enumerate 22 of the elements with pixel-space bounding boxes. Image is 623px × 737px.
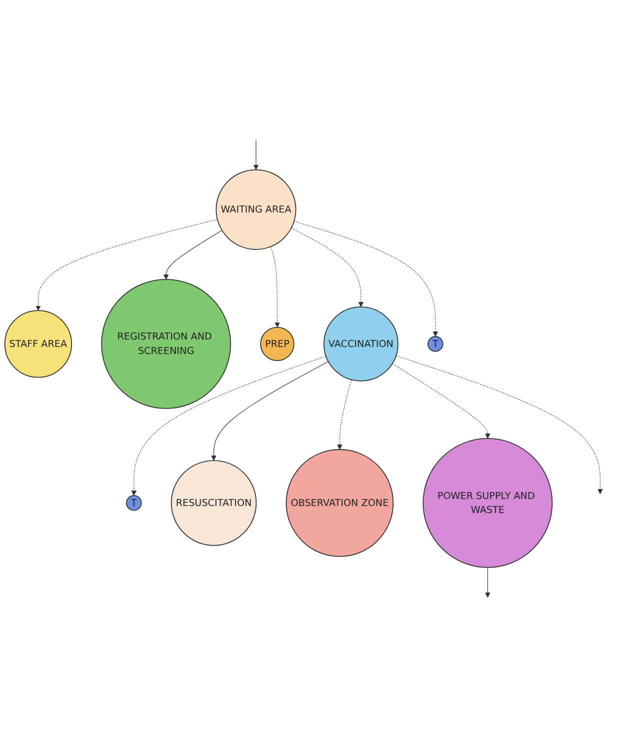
arrow bbox=[485, 567, 490, 598]
node-circle: VACCINATION bbox=[323, 306, 398, 382]
node-circle: STAFF AREA bbox=[4, 310, 72, 378]
node-circle: REGISTRATION AND SCREENING bbox=[101, 278, 232, 409]
arrow bbox=[392, 363, 490, 439]
arrow bbox=[211, 361, 329, 461]
arrow bbox=[396, 355, 603, 494]
arrow bbox=[337, 379, 352, 450]
arrow bbox=[36, 218, 218, 311]
node-circle: T bbox=[126, 494, 142, 511]
arrow bbox=[163, 230, 222, 280]
node-circle: POWER SUPPLY AND WASTE bbox=[422, 438, 553, 568]
node-circle: OBSERVATION ZONE bbox=[286, 448, 394, 557]
node-circle: PREP bbox=[260, 326, 294, 361]
arrow bbox=[270, 246, 280, 328]
node-circle: WAITING AREA bbox=[216, 169, 296, 250]
node-circle: RESUSCITATION bbox=[170, 460, 257, 546]
arrow bbox=[131, 356, 326, 496]
arrow bbox=[253, 139, 259, 170]
node-circle: T bbox=[428, 336, 444, 352]
arrow bbox=[291, 228, 364, 308]
arrow bbox=[294, 220, 438, 337]
